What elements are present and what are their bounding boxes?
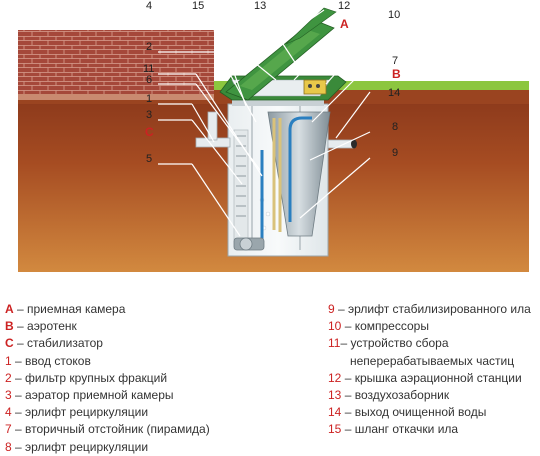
leader-lines (152, 9, 385, 237)
blue-pipe (288, 116, 312, 222)
legend-text: – эрлифт рециркуляции (11, 439, 149, 454)
legend-text: – компрессоры (341, 319, 429, 334)
legend-item: 4 – эрлифт рециркуляции (5, 404, 315, 421)
legend-key: 8 (5, 439, 12, 454)
legend-key: 1 (5, 353, 12, 368)
legend-key: 10 (328, 319, 342, 334)
legend-text: – крышка аэрационной станции (341, 370, 522, 385)
legend-item: 14 – выход очищенной воды (328, 404, 540, 421)
legend-key: 9 (328, 302, 335, 316)
legend-item: 3 – аэратор приемной камеры (5, 387, 315, 404)
legend-item: 15 – шланг откачки ила (328, 421, 540, 438)
label-A: A (340, 17, 349, 31)
label-12: 12 (338, 0, 350, 12)
label-15: 15 (192, 0, 204, 12)
label-2: 2 (146, 41, 152, 53)
legend-item: 2 – фильтр крупных фракций (5, 370, 315, 387)
legend-item: 7 – вторичный отстойник (пирамида) (5, 421, 315, 438)
legend-item: B – аэротенк (5, 318, 315, 335)
label-8: 8 (392, 121, 398, 133)
brick-wall (18, 30, 214, 100)
legend-key: A (5, 302, 14, 316)
label-C: C (145, 125, 154, 139)
legend-item: 10 – компрессоры (328, 318, 540, 335)
legend-item: 1 – ввод стоков (5, 353, 315, 370)
station-lid (219, 7, 347, 101)
legend-key: B (5, 319, 14, 334)
label-10: 10 (388, 9, 400, 21)
legend-text: – эрлифт стабилизированного ила (334, 302, 531, 316)
legend-item: 11– устройство сбора (328, 335, 540, 352)
diagram-labels: 4 15 13 12 A 10 2 7 B 11 6 14 1 3 8 C 5 … (143, 0, 401, 165)
legend-text: – воздухозаборник (341, 387, 450, 402)
legend-item: 8 – эрлифт рециркуляции (5, 439, 315, 456)
legend-key: C (5, 336, 14, 351)
legend-text: – выход очищенной воды (341, 405, 487, 420)
septic-diagram: 4 15 13 12 A 10 2 7 B 11 6 14 1 3 8 C 5 … (18, 0, 529, 272)
legend-text: – приемная камера (13, 302, 126, 316)
legend-key: 12 (328, 370, 342, 385)
legend-key: 13 (328, 387, 342, 402)
legend-key: 11 (328, 336, 341, 351)
legend-key: 7 (5, 422, 12, 437)
label-4: 4 (146, 0, 152, 12)
station-body (195, 100, 357, 257)
legend-text: – шланг откачки ила (341, 422, 459, 437)
legend-text: – вторичный отстойник (пирамида) (11, 422, 210, 437)
legend-text: – ввод стоков (11, 353, 91, 368)
legend-item: A – приемная камера (5, 301, 315, 318)
legend-item: неперерабатываемых частиц (328, 353, 540, 370)
label-B: B (392, 67, 401, 81)
label-9: 9 (392, 147, 398, 159)
label-5: 5 (146, 153, 152, 165)
legend-text: – аэротенк (13, 319, 77, 334)
legend-key: 3 (5, 387, 12, 402)
label-3: 3 (146, 109, 152, 121)
label-13: 13 (254, 0, 266, 12)
legend-text: – стабилизатор (13, 336, 103, 351)
legend-text: – фильтр крупных фракций (11, 370, 168, 385)
legend-key: 14 (328, 405, 342, 420)
legend-text: – аэратор приемной камеры (11, 387, 174, 402)
legend-item: 9 – эрлифт стабилизированного ила (328, 301, 540, 318)
label-1: 1 (146, 93, 152, 105)
label-14: 14 (388, 87, 400, 99)
air-intake (285, 7, 337, 45)
label-7: 7 (392, 55, 398, 67)
legend-item: 12 – крышка аэрационной станции (328, 370, 540, 387)
legend-item: C – стабилизатор (5, 335, 315, 352)
legend-text: – устройство сбора (340, 336, 449, 351)
legend-key: 2 (5, 370, 12, 385)
legend-item: 13 – воздухозаборник (328, 387, 540, 404)
legend-key: 15 (328, 422, 342, 437)
legend-text: – эрлифт рециркуляции (11, 405, 149, 420)
compressor (303, 79, 327, 95)
label-6: 6 (146, 74, 152, 86)
legend-text: неперерабатываемых частиц (350, 353, 515, 368)
legend-key: 4 (5, 405, 12, 420)
label-11: 11 (143, 63, 154, 75)
